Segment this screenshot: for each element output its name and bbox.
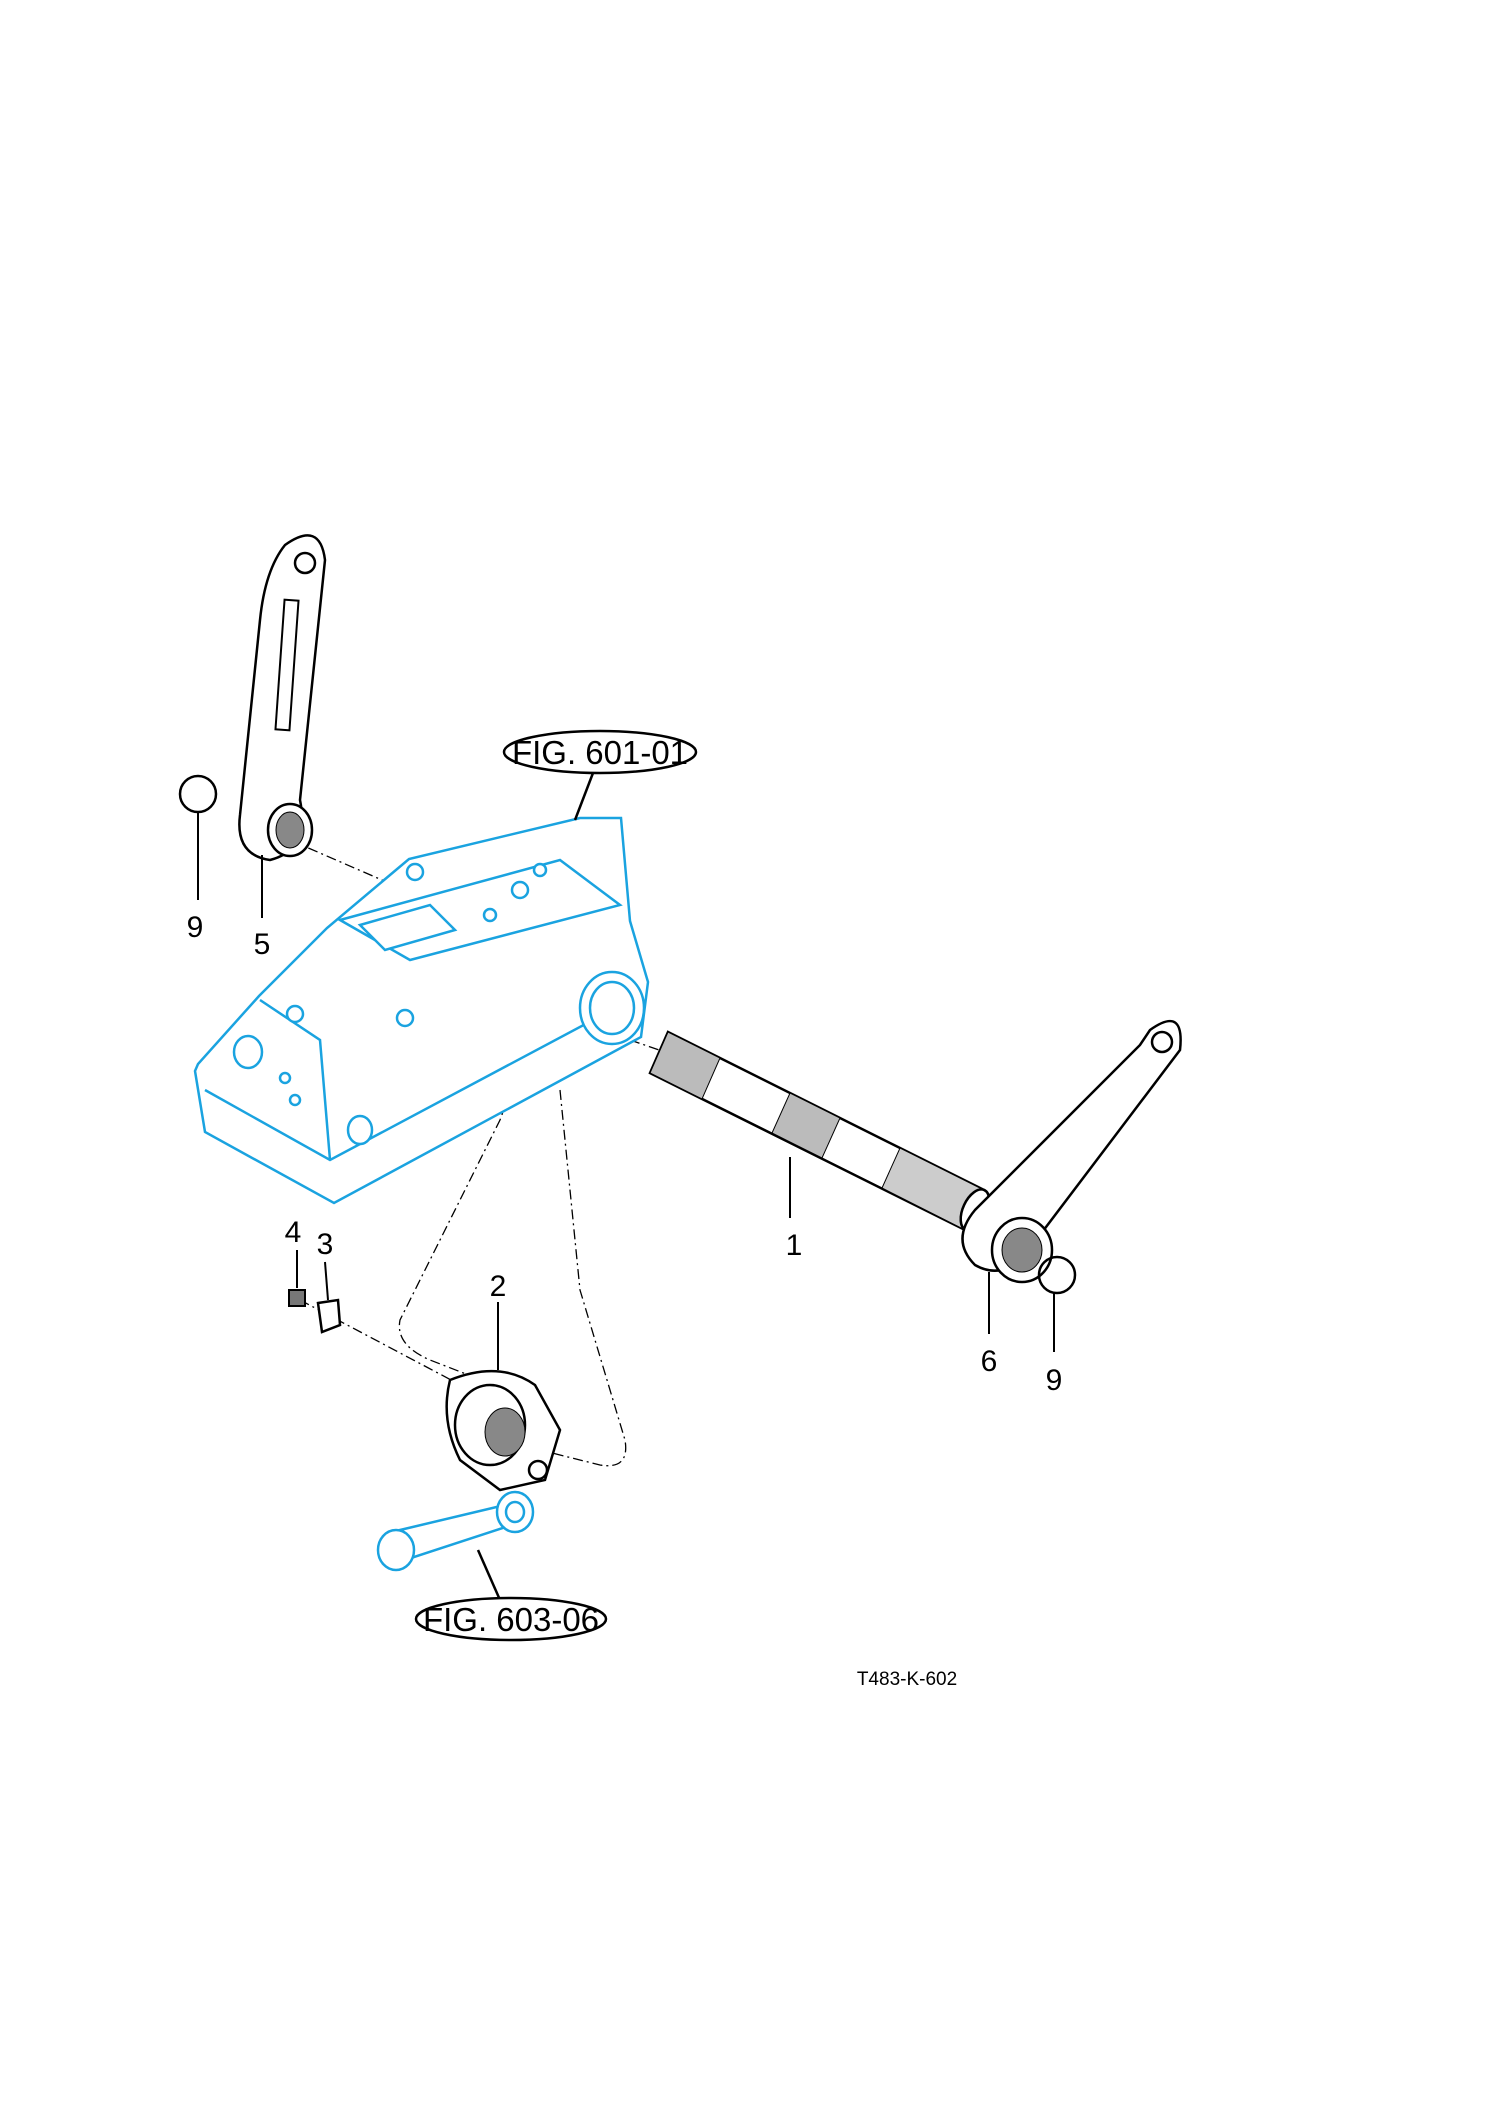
circlip-left — [178, 774, 218, 814]
lift-shaft — [648, 1030, 991, 1232]
callout-leaders — [197, 812, 1055, 1370]
bolt — [288, 1289, 306, 1307]
hydraulic-housing — [193, 816, 650, 1205]
reference-fig-603-06[interactable]: FIG. 603-06 — [414, 1596, 608, 1642]
callout-1: 1 — [786, 1229, 803, 1262]
callout-5: 5 — [254, 928, 271, 961]
reference-fig-601-01[interactable]: FIG. 601-01 — [502, 729, 698, 775]
leader-line — [476, 1549, 502, 1601]
lift-rod — [376, 1490, 535, 1572]
assembly-line-bolt — [299, 1299, 471, 1391]
callout-6: 6 — [981, 1345, 998, 1378]
leader-line — [573, 772, 595, 821]
callout-9-right: 9 — [1046, 1364, 1063, 1397]
lift-arm-right — [961, 1019, 1182, 1284]
callout-2: 2 — [490, 1270, 507, 1303]
callout-4: 4 — [285, 1216, 302, 1249]
assembly-line-shaft — [539, 1089, 627, 1467]
reference-label: FIG. 601-01 — [512, 734, 688, 771]
lift-arm-boss — [445, 1369, 562, 1492]
assembly-line-housing — [629, 1039, 666, 1053]
lock-plate — [316, 1298, 342, 1334]
lift-arm-left — [238, 534, 327, 862]
reference-label: FIG. 603-06 — [423, 1601, 599, 1638]
callout-3: 3 — [317, 1228, 334, 1261]
callout-9-left: 9 — [187, 911, 204, 944]
circlip-right — [1037, 1255, 1077, 1295]
drawing-code: T483-K-602 — [857, 1669, 957, 1690]
